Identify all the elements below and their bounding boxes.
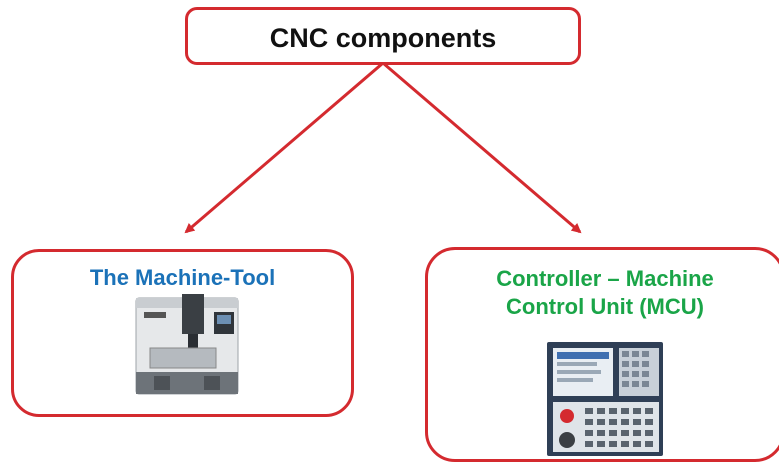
machine-tool-label: The Machine-Tool xyxy=(89,265,276,290)
controller-label-line2: Control Unit (MCU) xyxy=(506,294,704,319)
root-node: CNC components xyxy=(185,7,581,65)
arrow-to-controller xyxy=(382,61,582,234)
cnc-controller-panel-icon xyxy=(547,342,663,456)
connector-arrows xyxy=(184,61,582,234)
root-label: CNC components xyxy=(269,23,497,53)
cnc-machine-tool-icon xyxy=(135,294,239,395)
controller-node: Controller – Machine Control Unit (MCU) xyxy=(425,247,779,462)
machine-tool-node: The Machine-Tool xyxy=(11,249,354,417)
controller-label-line1: Controller – Machine xyxy=(496,266,714,291)
arrow-to-machine-tool xyxy=(184,61,384,234)
controller-label: Controller – Machine Control Unit (MCU) xyxy=(428,265,779,321)
